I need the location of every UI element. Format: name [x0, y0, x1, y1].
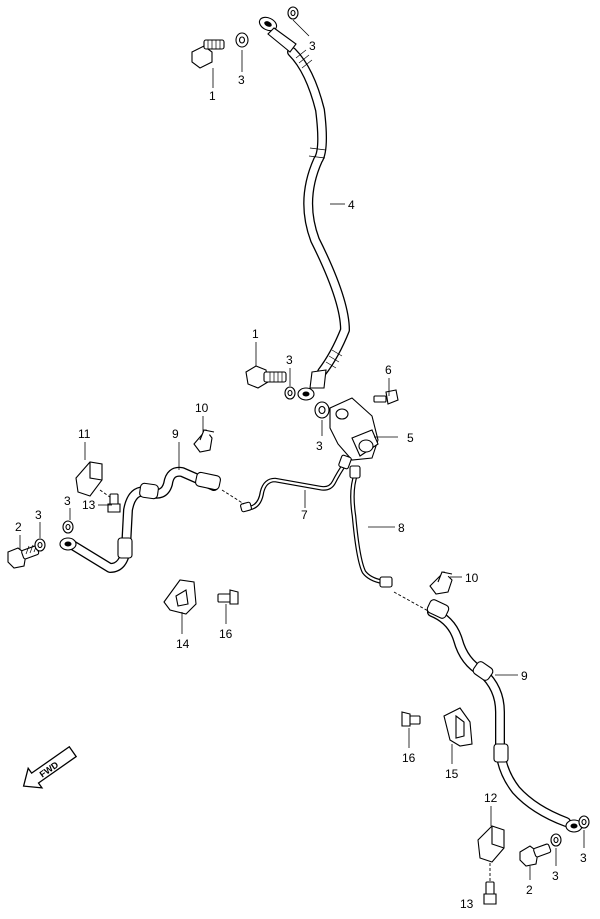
clamp-bolt-16-right	[401, 711, 421, 727]
callout-joint-5: 5	[407, 431, 414, 445]
lower-banjo-fitting	[297, 369, 327, 401]
callout-clamp-10-upper: 10	[195, 401, 209, 415]
brake-joint	[329, 397, 379, 461]
washer-left-outer	[34, 538, 46, 552]
callout-bolt-1-middle: 1	[252, 327, 259, 341]
washer-left-inner	[62, 520, 74, 534]
callout-labels: 1 3 3 4 1 3 3 6 5 10 9 11 13 3 3 2 7 8 1…	[15, 39, 587, 911]
callout-bolt-16-left: 16	[219, 627, 233, 641]
clamp-bolt-16-left	[217, 589, 239, 605]
bracket-bolt-right	[483, 881, 497, 905]
callout-bolt-13-left: 13	[82, 498, 96, 512]
brake-hose-left	[59, 466, 221, 573]
dash-line-right	[393, 591, 431, 613]
callout-bolt-16-right: 16	[402, 751, 416, 765]
brake-pipe-right	[349, 465, 393, 588]
callout-clamp-15: 15	[445, 767, 459, 781]
brake-pipe-left	[240, 454, 352, 513]
callout-hose-9-right: 9	[521, 669, 528, 683]
callout-pipe-7: 7	[301, 508, 308, 522]
hose-clamp-15	[443, 707, 473, 747]
callout-bolt-1-top: 1	[209, 89, 216, 103]
hose-clamp-upper	[193, 429, 215, 453]
hose-bracket-right	[477, 825, 505, 863]
hose-clamp-14	[163, 579, 197, 615]
dash-line-bolt-13a	[99, 489, 115, 501]
callout-washer-3-right-upper: 3	[580, 851, 587, 865]
washer-top-left	[235, 32, 249, 48]
upper-banjo-fitting	[258, 16, 297, 53]
callout-clamp-10-lower: 10	[465, 571, 479, 585]
joint-bolt	[373, 389, 399, 405]
banjo-bolt-middle	[245, 365, 287, 389]
callout-washer-3-middle-lower: 3	[316, 439, 323, 453]
callout-bolt-13-right: 13	[460, 897, 474, 911]
callout-washer-3-middle-upper: 3	[286, 353, 293, 367]
union-bolt-right	[519, 843, 552, 867]
washer-middle-upper	[284, 386, 296, 400]
callout-washer-3-right-lower: 3	[552, 869, 559, 883]
callout-washer-3-top-left: 3	[238, 73, 245, 87]
washer-right-lower	[550, 833, 562, 847]
callout-clamp-14: 14	[176, 637, 190, 651]
callout-washer-3-top-right: 3	[309, 39, 316, 53]
washer-right-upper	[578, 815, 590, 829]
washer-middle-lower	[314, 401, 330, 419]
callout-hose-9-left: 9	[172, 427, 179, 441]
fwd-arrow: FWD	[22, 745, 78, 789]
brake-hose-upper	[287, 47, 350, 377]
hose-clamp-lower	[429, 571, 453, 595]
callout-bolt-6: 6	[385, 363, 392, 377]
bracket-bolt-left	[107, 493, 121, 513]
union-bolt-left	[7, 543, 40, 569]
callout-pipe-8: 8	[398, 521, 405, 535]
callout-bolt-2-right: 2	[526, 883, 533, 897]
hose-bracket-left	[75, 461, 103, 497]
banjo-bolt-top	[191, 39, 225, 69]
brake-hose-right	[426, 599, 583, 833]
callout-bolt-2-left: 2	[15, 520, 22, 534]
washer-top-right	[287, 6, 299, 20]
leader-lines	[19, 19, 585, 880]
callout-bracket-12: 12	[484, 791, 498, 805]
dash-line-left	[221, 489, 245, 505]
callout-washer-3-left-outer: 3	[35, 508, 42, 522]
callout-bracket-11: 11	[78, 427, 91, 441]
callout-washer-3-left-inner: 3	[64, 494, 71, 508]
callout-hose-4: 4	[348, 198, 355, 212]
